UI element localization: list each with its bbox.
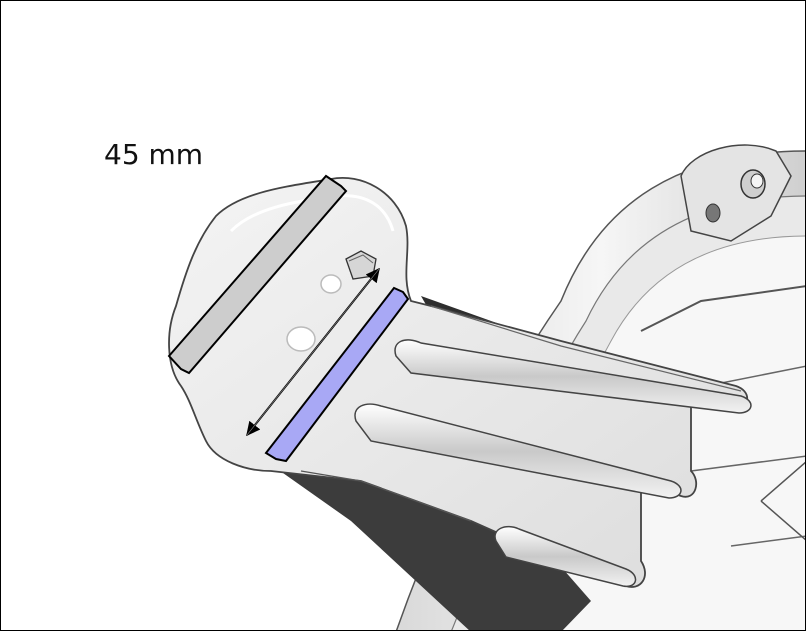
dimension-arrow bbox=[246, 267, 380, 437]
fins bbox=[300, 305, 752, 588]
dimension-label: 45 mm bbox=[104, 138, 204, 171]
